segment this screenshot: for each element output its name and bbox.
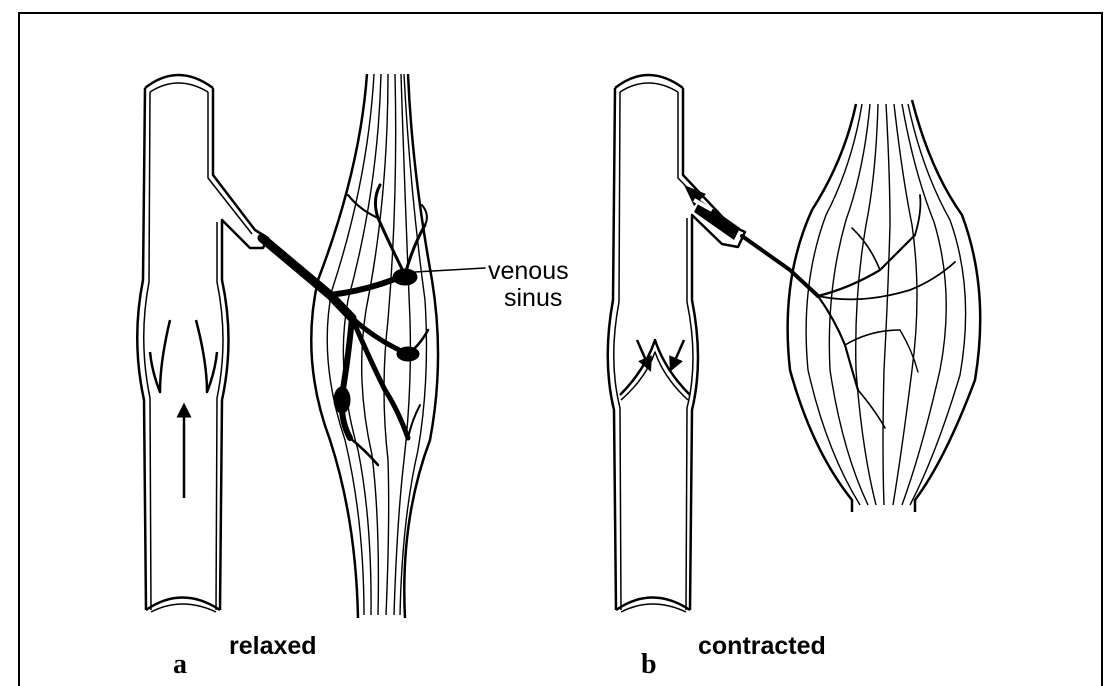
panel-a-illustration [137, 74, 485, 618]
venous-label-line1: venous [488, 259, 569, 284]
panel-a-state-label: relaxed [229, 634, 317, 659]
vein-b [608, 75, 745, 612]
panel-b-illustration [608, 75, 980, 612]
panel-b-letter: b [641, 651, 657, 679]
vein-a [137, 75, 268, 612]
venous-sinus-a [262, 185, 485, 465]
muscle-b [788, 100, 981, 512]
panel-a-letter: a [173, 651, 187, 679]
panel-b-state-label: contracted [698, 634, 826, 659]
venous-sinus-b [742, 195, 955, 428]
valve-arrow-left-icon [637, 340, 648, 365]
valve-arrow-right-icon [673, 340, 684, 365]
venous-label-line2: sinus [504, 286, 562, 311]
muscle-a [311, 74, 438, 618]
